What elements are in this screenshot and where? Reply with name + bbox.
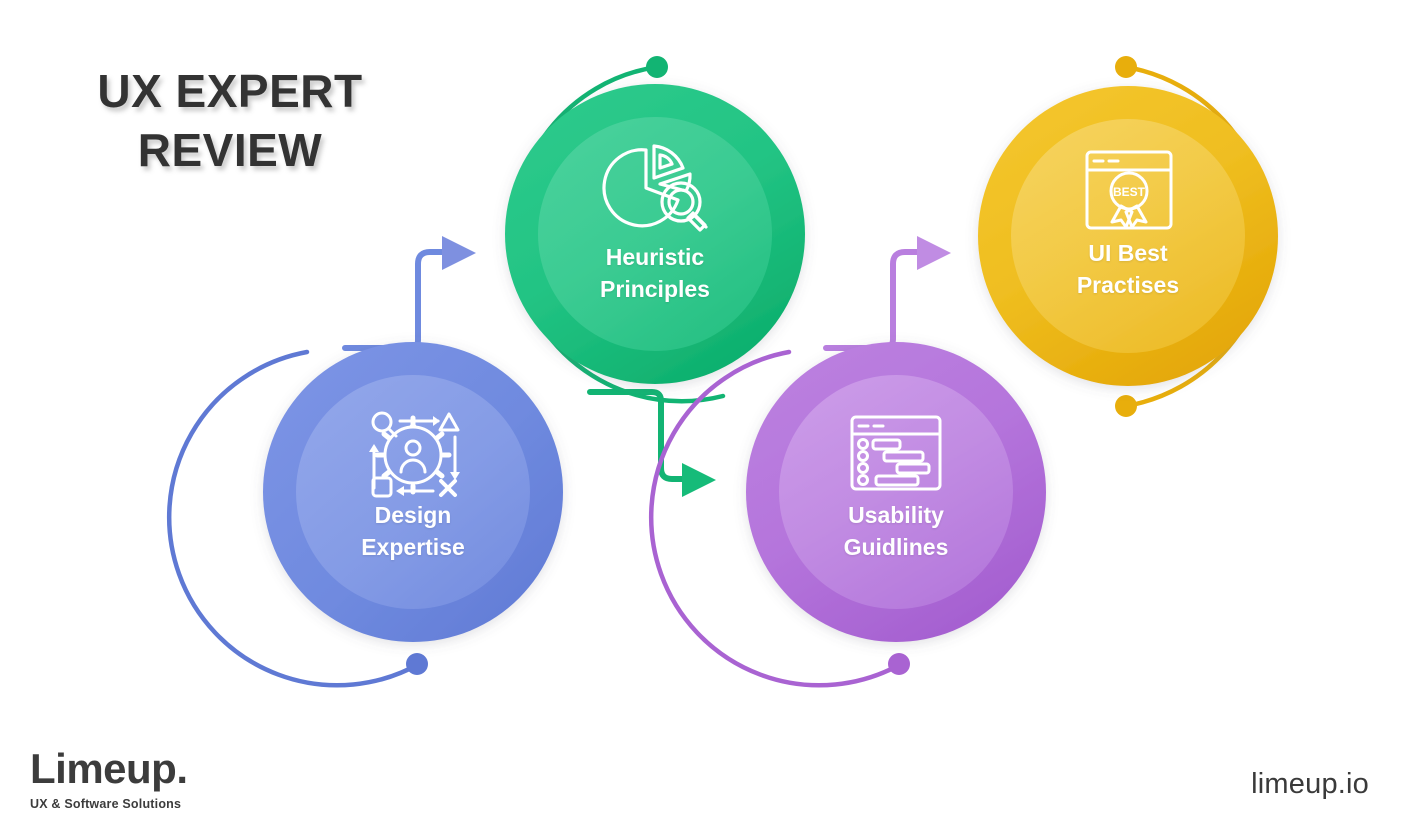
node-ui-best-practises[interactable]: BEST xyxy=(978,56,1278,417)
gear-person-process-icon xyxy=(369,411,460,498)
node-arc-dot xyxy=(646,56,668,78)
connector-heuristic-to-usability xyxy=(587,389,716,497)
best-badge-text: BEST xyxy=(1113,185,1146,199)
node-arc-dot xyxy=(406,653,428,675)
page-title: UX EXPERT REVIEW xyxy=(97,65,363,176)
arrow-right-icon xyxy=(442,236,476,270)
pie-chart-magnifier-icon xyxy=(602,144,708,232)
limeup-logo[interactable]: Limeup. UX & Software Solutions xyxy=(30,745,290,812)
logo-wordmark: Limeup. xyxy=(30,745,188,792)
browser-checklist-icon xyxy=(850,415,942,491)
node-arc-ring xyxy=(166,349,422,688)
node-arc-dot-top xyxy=(1115,56,1137,78)
node-arc-dot xyxy=(888,653,910,675)
node-arc-dot-bottom xyxy=(1115,395,1137,417)
node-heuristic-principles[interactable] xyxy=(505,56,805,404)
connector-design-to-heuristic xyxy=(342,236,476,351)
node-arc-ring xyxy=(648,349,904,688)
arrow-right-icon xyxy=(682,463,716,497)
website-url: limeup.io xyxy=(1251,768,1369,800)
arrow-right-icon xyxy=(917,236,951,270)
node-inner-circle xyxy=(538,117,772,351)
node-inner-circle xyxy=(779,375,1013,609)
node-inner-circle xyxy=(1011,119,1245,353)
logo-tagline: UX & Software Solutions xyxy=(30,797,182,811)
node-usability-guidlines[interactable] xyxy=(648,342,1046,688)
browser-best-award-icon xyxy=(1085,150,1173,230)
connector-usability-to-ui-best xyxy=(823,236,951,351)
node-design-expertise[interactable] xyxy=(166,342,563,688)
